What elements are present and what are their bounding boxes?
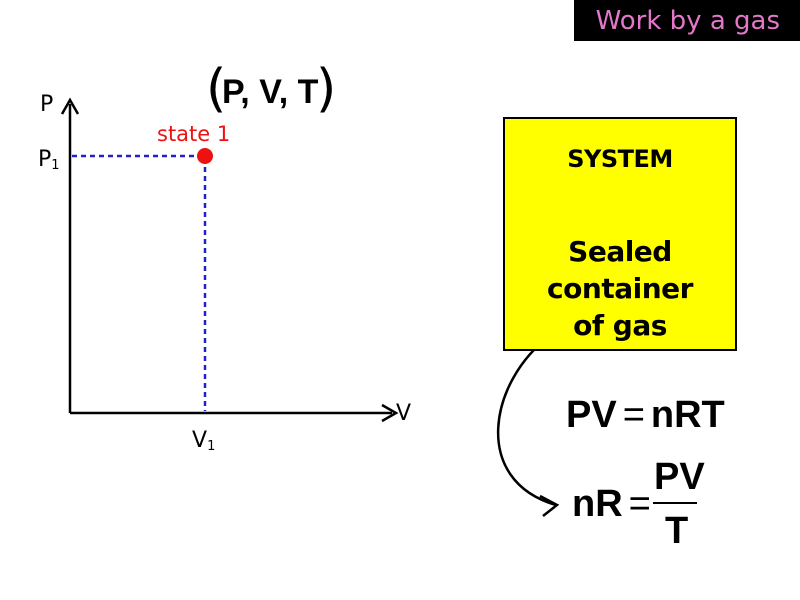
x-axis-label: V [396,401,411,426]
v1-tick-label: V1 [192,428,215,454]
v1-tick-sub: 1 [207,439,215,454]
title-bar: Work by a gas [574,0,800,41]
system-description: Sealed container of gas [505,233,735,344]
v1-tick-main: V [192,428,207,453]
curved-arrow-head-icon [539,494,560,517]
x-axis-arrow-icon [381,403,399,423]
y-axis-label: P [40,92,53,117]
system-box: SYSTEM Sealed container of gas [503,117,737,351]
state-1-point-icon [197,148,213,164]
p1-tick-label: P1 [38,147,60,173]
state-tuple: P, V, T [222,73,319,111]
eq2-numerator: PV [654,456,705,498]
curved-arrow-icon [496,334,557,507]
tuple-close-paren: ) [316,59,336,119]
eq2-denominator: T [665,510,689,552]
eq2-op: = [628,483,651,525]
eq2-lhs-group: nR= [572,483,657,526]
tuple-open-paren: ( [206,59,226,119]
p1-tick-sub: 1 [51,158,59,173]
eq1-lhs: PV [566,394,617,436]
y-axis-arrow-icon [60,97,80,115]
eq1-rhs: nRT [650,394,725,436]
eq2-lhs: nR [572,483,623,525]
ideal-gas-equation: PV=nRT [566,394,725,437]
slide-title: Work by a gas [595,6,780,36]
system-line-2: container [547,272,693,305]
system-line-3: of gas [573,309,667,342]
system-line-1: Sealed [568,235,672,268]
state-1-label: state 1 [157,122,230,146]
eq1-op: = [622,394,645,436]
system-heading: SYSTEM [567,145,673,173]
p1-tick-main: P [38,147,51,172]
